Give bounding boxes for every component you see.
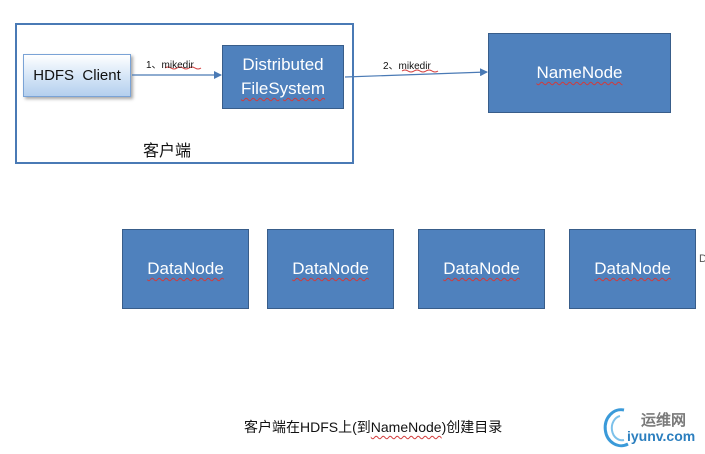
datanode-2: DataNode xyxy=(267,229,394,309)
client-area-frame xyxy=(15,23,354,164)
dfs-label-line1: Distributed xyxy=(242,55,324,74)
caption-pre: 客户端在HDFS上(到 xyxy=(244,419,371,435)
caption-post: )创建目录 xyxy=(441,419,503,435)
datanode-4: DataNode xyxy=(569,229,696,309)
watermark-line1: 运维网 xyxy=(641,412,687,429)
namenode-label: NameNode xyxy=(536,63,623,82)
hdfs-client-label: HDFS Client xyxy=(33,67,121,84)
datanode-label: DataNode xyxy=(443,259,520,278)
datanode-1: DataNode xyxy=(122,229,249,309)
edge-dfs-to-namenode xyxy=(344,68,488,78)
edge2-label-squiggle xyxy=(401,69,439,73)
namenode-node: NameNode xyxy=(488,33,671,113)
clipped-edge-mark: D xyxy=(699,253,705,265)
edge2-label: 2、mikedir xyxy=(383,61,431,72)
datanode-label: DataNode xyxy=(292,259,369,278)
datanode-label: DataNode xyxy=(147,259,224,278)
watermark-line2: iyunv.com xyxy=(627,428,696,444)
client-area-label: 客户端 xyxy=(143,143,192,160)
caption-namenode: NameNode xyxy=(370,419,442,435)
diagram-caption: 客户端在HDFS上(到NameNode)创建目录 xyxy=(244,417,502,437)
dfs-label-line2: FileSystem xyxy=(240,79,326,98)
distributed-filesystem-node: Distributed FileSystem xyxy=(222,45,344,109)
datanode-label: DataNode xyxy=(594,259,671,278)
hdfs-client-node: HDFS Client xyxy=(23,54,131,97)
watermark-logo-icon xyxy=(603,408,629,448)
datanode-3: DataNode xyxy=(418,229,545,309)
edge1-label-squiggle xyxy=(164,66,202,70)
edge1-label: 1、mikedir xyxy=(146,60,194,71)
